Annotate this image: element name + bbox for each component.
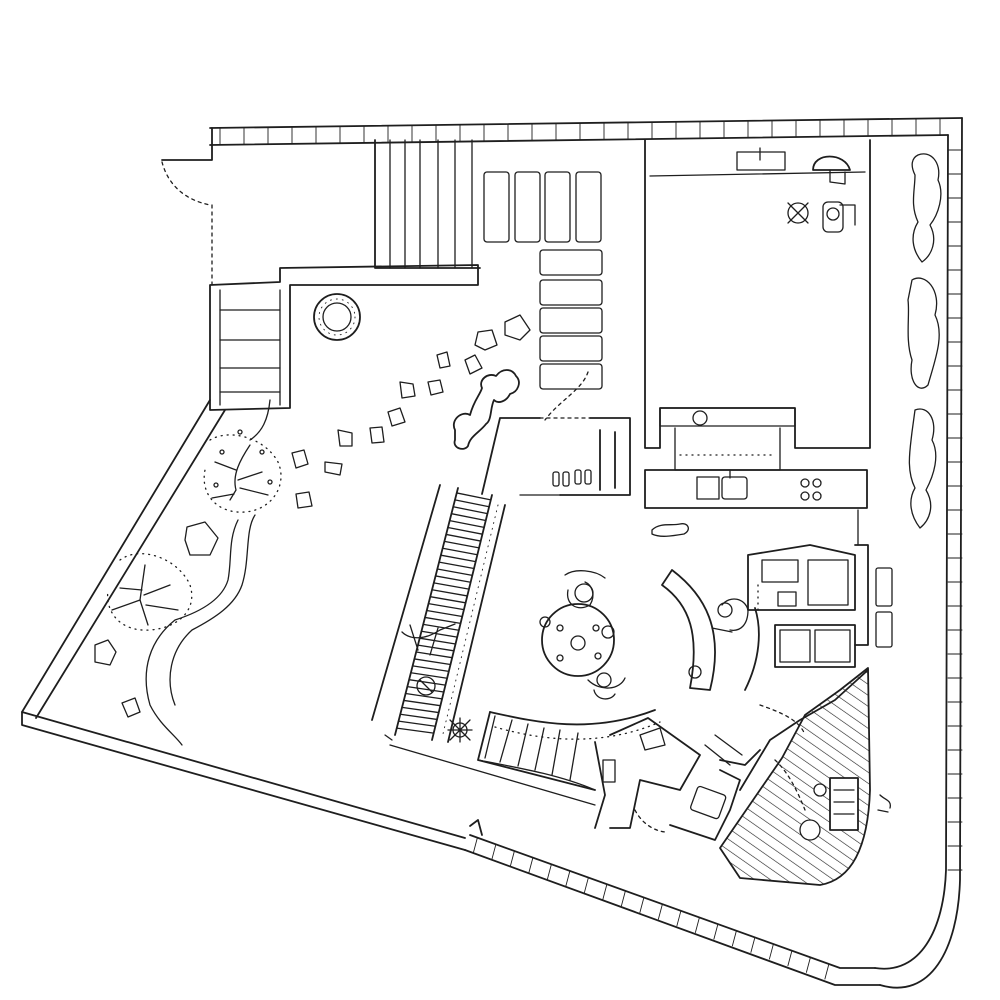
wall-stone-joint [639,897,645,913]
wall-stone-joint [413,658,452,666]
wall-stone-joint [417,644,455,652]
studio-room [644,139,871,471]
entry-hall [481,417,631,496]
wall-stone-joint [713,923,719,940]
wall-stone-joint [620,890,626,907]
wall-stone-joint [546,863,552,880]
living-room [747,509,893,668]
wall-stone-joint [433,582,470,590]
wall-stone-joint [411,665,450,673]
wall-stone-joint [431,589,468,597]
raised-beds [483,171,603,421]
wall-stone-joint [694,917,700,933]
wall-stone-joint [415,651,453,659]
wall-stone-joint [445,533,482,542]
wall-stone-joint [426,609,463,618]
tree-south [107,553,193,631]
wall-stone-joint [441,547,479,556]
wall-stone-joint [454,499,490,508]
stepping-stones [94,314,531,718]
wall-stone-joint [410,672,448,679]
hedge-east [907,153,942,529]
wall-stone-joint [397,720,437,727]
wall-stone-joint [731,930,737,947]
wall-stone-joint [447,526,484,535]
wall-stone-joint [408,679,447,686]
wall-stone-joint [443,540,480,549]
wall-stone-joint [602,883,608,900]
wall-stone-joint [787,950,793,967]
wall-stone-joint [583,877,589,894]
wall-stone-joint [805,956,811,973]
winding-path [145,399,271,746]
wall-stone-joint [449,519,485,528]
wall-stone-joint [404,692,443,700]
wall-stone-joint [509,850,515,867]
wall-stone-joint [565,870,571,887]
stairs-west [209,264,479,411]
wall-stone-joint [429,596,467,604]
wall-stone-joint [399,713,438,721]
wall-stone-joint [403,699,442,707]
wall-stone-joint [419,637,457,645]
wall-stone-joint [424,616,462,625]
wall-stone-joint [422,623,460,631]
wall-stone-joint [420,630,458,638]
boundary-wall [21,117,963,989]
wall-stone-joint [657,903,663,920]
terrace-steps-north [374,139,481,269]
fire-pit [313,293,361,341]
wall-stone-joint [406,685,445,693]
wall-stone-joint [436,568,473,577]
wall-stone-joint [528,857,534,874]
wall-stone-joint [456,492,492,501]
main-hall [489,523,760,740]
wall-stone-joint [450,513,487,522]
tree-north [203,429,282,513]
pond [452,369,520,450]
west-stairs [371,484,506,743]
west-wing-details [384,623,596,836]
wall-stone-joint [438,561,475,570]
kitchen-counter [644,469,868,509]
wall-stone-joint [396,727,435,734]
wall-stone-joint [768,943,774,960]
dining-table [541,603,615,677]
wall-stone-joint [440,554,477,563]
wall-stone-joint [750,936,756,953]
wall-stone-joint [427,602,465,611]
wall-stone-joint [401,706,440,714]
wall-stone-joint [472,837,478,854]
wall-stone-joint [824,963,830,980]
wall-stone-joint [452,506,489,515]
wall-stone-joint [491,843,497,860]
wall-stone-joint [676,910,682,927]
wall-stone-joint [434,575,472,583]
